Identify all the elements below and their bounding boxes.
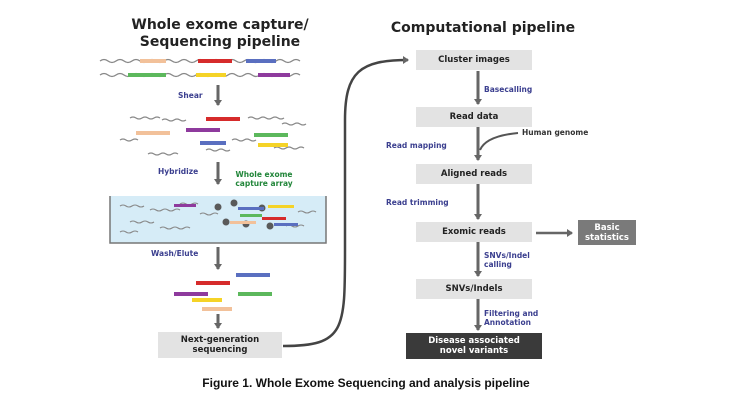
box-next-generation-sequencing: Next-generation sequencing	[158, 332, 282, 358]
label-read-mapping: Read mapping	[386, 141, 447, 150]
label-snv-indel-calling: SNVs/Indel calling	[484, 251, 530, 269]
capture-bead	[230, 199, 238, 207]
left-title-line2: Sequencing pipeline	[139, 34, 301, 50]
label-filter-line2: Annotation	[484, 318, 531, 327]
exon-green	[128, 73, 166, 77]
box-read-data: Read data	[416, 107, 532, 127]
figure-caption: Figure 1. Whole Exome Sequencing and ana…	[202, 376, 530, 390]
exon-yellow	[196, 73, 226, 77]
left-title-line1: Whole exome capture/	[131, 17, 309, 33]
capture-bead	[214, 203, 222, 211]
label-wash-elute: Wash/Elute	[151, 249, 199, 258]
label-capture-array: Whole exome capture array	[224, 170, 304, 188]
box-basic-line2: statistics	[585, 232, 629, 243]
tray-exons	[174, 204, 298, 226]
label-shear: Shear	[178, 91, 203, 100]
capture-bead	[222, 218, 230, 226]
label-filtering-annotation: Filtering and Annotation	[484, 309, 538, 327]
eluted-exons	[174, 273, 272, 311]
label-hybridize: Hybridize	[158, 167, 199, 176]
box-ngs-line1: Next-generation	[180, 335, 260, 345]
box-disease-associated-variants: Disease associated novel variants	[406, 333, 542, 359]
genome-exons	[128, 59, 290, 77]
label-snv-line1: SNVs/Indel	[484, 251, 530, 260]
box-disease-line1: Disease associated	[428, 336, 520, 346]
box-cluster-images: Cluster images	[416, 50, 532, 70]
label-capture-array-line2: capture array	[235, 179, 293, 188]
connector-curve	[282, 56, 409, 348]
sheared-fragments	[119, 116, 307, 156]
right-title-text: Computational pipeline	[390, 20, 576, 36]
box-basic-line1: Basic	[594, 222, 620, 233]
sheared-exons	[136, 117, 288, 147]
label-filter-line1: Filtering and	[484, 309, 539, 318]
label-read-trimming: Read trimming	[386, 198, 449, 207]
exon-purple	[258, 73, 290, 77]
label-snv-line2: calling	[484, 260, 512, 269]
right-title: Computational pipeline	[378, 20, 588, 37]
label-basecalling: Basecalling	[484, 85, 533, 94]
label-capture-array-line1: Whole exome	[235, 170, 293, 179]
capture-bead	[266, 222, 274, 230]
exon-red	[198, 59, 232, 63]
label-human-genome: Human genome	[522, 128, 589, 137]
box-basic-statistics: Basic statistics	[578, 220, 636, 245]
exon-orange	[140, 59, 166, 63]
capture-array-tray	[109, 196, 327, 244]
box-disease-line2: novel variants	[439, 346, 509, 356]
box-snvs-indels: SNVs/Indels	[416, 279, 532, 299]
human-genome-merge	[479, 132, 519, 151]
left-title: Whole exome capture/ Sequencing pipeline	[110, 17, 330, 51]
exon-blue	[246, 59, 276, 63]
box-exomic-reads: Exomic reads	[416, 222, 532, 242]
box-aligned-reads: Aligned reads	[416, 164, 532, 184]
box-ngs-line2: sequencing	[192, 345, 248, 355]
